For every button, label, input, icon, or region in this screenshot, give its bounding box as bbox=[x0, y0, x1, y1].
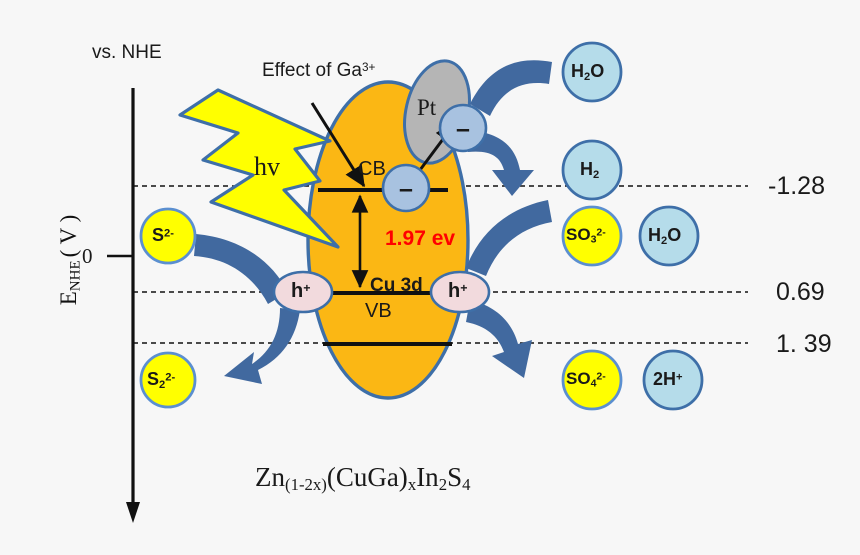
material-formula: Zn(1-2x)(CuGa)xIn2S4 bbox=[255, 462, 470, 495]
species-circle-2h-plus bbox=[642, 349, 704, 411]
species-label-2h-plus: 2H+ bbox=[653, 369, 683, 390]
potential-label-lower: 1. 39 bbox=[776, 330, 832, 358]
h2o-top-tail: O bbox=[590, 61, 605, 81]
so3-count: 3 bbox=[590, 233, 597, 246]
ga-effect-arrow bbox=[310, 102, 366, 188]
formula-in: In bbox=[416, 462, 439, 492]
species-circles bbox=[139, 41, 704, 411]
formula-zn-sub: (1-2x) bbox=[285, 475, 327, 495]
hole-right-charge: + bbox=[460, 280, 468, 295]
species-circle-so3 bbox=[561, 205, 623, 267]
hole-right-symbol: h+ bbox=[448, 280, 467, 303]
so4-count: 4 bbox=[590, 377, 597, 390]
hole-right-bubble bbox=[429, 270, 491, 314]
species-circle-s2-minus bbox=[139, 207, 197, 265]
axis-zero-label: 0 bbox=[82, 244, 93, 268]
so4-main: SO bbox=[566, 369, 591, 388]
axis-label-unit: ( V ) bbox=[56, 214, 81, 258]
formula-s-sub: 4 bbox=[462, 475, 471, 495]
ga-effect-label: Effect of Ga3+ bbox=[262, 60, 375, 82]
species-circle-h2o-mid bbox=[638, 205, 700, 267]
arrow-from-so3 bbox=[466, 200, 552, 276]
axis-label-sub: NHE bbox=[67, 260, 84, 292]
species-circle-h2o-top bbox=[561, 41, 623, 103]
so3-main: SO bbox=[566, 225, 591, 244]
arrow-to-s2-2minus bbox=[224, 308, 300, 384]
formula-in-sub: 2 bbox=[438, 475, 448, 495]
axis-label-main: E bbox=[56, 291, 81, 306]
s2-2minus-count: 2 bbox=[159, 378, 166, 391]
so4-charge: 2- bbox=[596, 370, 606, 383]
potential-label-vb: 0.69 bbox=[776, 278, 825, 306]
species-label-s2-minus: S2- bbox=[152, 225, 174, 246]
arrow-from-s2minus bbox=[194, 234, 288, 304]
hole-left-charge: + bbox=[303, 280, 311, 295]
electron-cb-bubble bbox=[381, 163, 431, 213]
formula-cuga-sub: x bbox=[407, 475, 417, 495]
potential-label-cb: -1.28 bbox=[768, 172, 825, 200]
h2o-mid-main: H bbox=[648, 225, 661, 245]
s2-minus-main: S bbox=[152, 225, 165, 245]
s2-2minus-charge: 2- bbox=[165, 371, 176, 384]
ga-effect-charge: 3+ bbox=[361, 61, 376, 75]
species-circle-so4 bbox=[561, 349, 623, 411]
arrow-to-h2 bbox=[468, 130, 534, 196]
arrow-to-h2o bbox=[470, 60, 552, 116]
arrow-to-so4 bbox=[466, 300, 532, 378]
species-label-h2o-mid: H2O bbox=[648, 225, 681, 247]
bandgap-label: 1.97 ev bbox=[385, 227, 456, 250]
axis-label-group: ENHE ( V ) bbox=[2, 190, 142, 330]
species-label-so3: SO32- bbox=[566, 225, 606, 246]
s2-2minus-main: S bbox=[147, 369, 160, 389]
photon-bolt bbox=[178, 88, 340, 249]
hole-right-letter: h bbox=[448, 280, 461, 302]
species-label-s2-2minus: S22- bbox=[147, 369, 175, 391]
hole-left-letter: h bbox=[291, 280, 304, 302]
s2-minus-charge: 2- bbox=[164, 227, 174, 240]
species-label-h2: H2 bbox=[580, 159, 599, 181]
species-circle-h2 bbox=[561, 139, 623, 201]
hole-left-symbol: h+ bbox=[291, 280, 310, 303]
charge-carriers bbox=[272, 103, 491, 314]
electron-pt-symbol: – bbox=[456, 115, 470, 143]
axis-top-note: vs. NHE bbox=[92, 42, 162, 63]
species-circle-s2-2minus bbox=[139, 351, 197, 409]
electron-pt-bubble bbox=[438, 103, 488, 153]
h2o-top-count: 2 bbox=[584, 70, 591, 83]
ga-effect-text: Effect of Ga bbox=[262, 60, 362, 81]
h2o-top-main: H bbox=[571, 61, 584, 81]
pt-label: Pt bbox=[417, 95, 437, 120]
photon-label: hv bbox=[254, 152, 280, 181]
so3-charge: 2- bbox=[596, 226, 606, 239]
2h-plus-main: 2H bbox=[653, 369, 677, 389]
h2o-mid-count: 2 bbox=[661, 234, 668, 247]
cu3d-label: Cu 3d bbox=[370, 275, 423, 296]
formula-zn: Zn bbox=[255, 462, 285, 492]
potential-axis bbox=[107, 88, 140, 523]
h2-main: H bbox=[580, 159, 593, 179]
cb-label: CB bbox=[358, 158, 386, 180]
h2-count: 2 bbox=[593, 168, 600, 181]
h2o-mid-tail: O bbox=[667, 225, 682, 245]
formula-cuga: (CuGa) bbox=[326, 462, 408, 492]
species-label-so4: SO42- bbox=[566, 369, 606, 390]
species-label-h2o-top: H2O bbox=[571, 61, 604, 83]
vb-label: VB bbox=[365, 300, 392, 322]
electron-cb-symbol: – bbox=[399, 175, 413, 203]
hole-left-bubble bbox=[272, 270, 334, 314]
reaction-arrows bbox=[194, 60, 552, 384]
2h-plus-charge: + bbox=[676, 371, 683, 384]
formula-s: S bbox=[447, 462, 463, 492]
